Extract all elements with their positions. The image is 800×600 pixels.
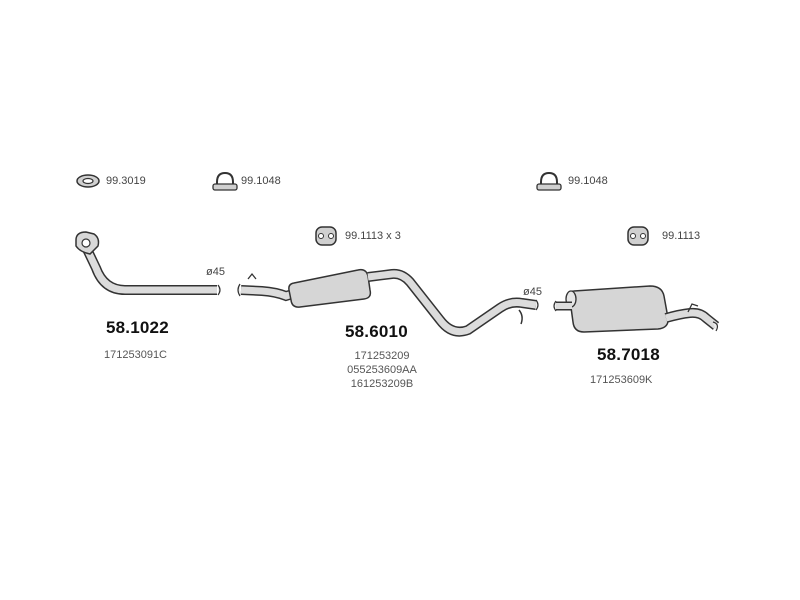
diameter-label: ø45 <box>206 266 225 278</box>
diameter-label: ø45 <box>523 286 542 298</box>
oe-reference-list: 171253609K <box>590 373 652 387</box>
oe-reference: 161253209B <box>350 378 414 390</box>
oe-reference: 171253091C <box>104 349 168 361</box>
oe-reference: 171253609K <box>590 374 653 386</box>
clamp-icon <box>536 171 562 191</box>
hanger-code: 99.1113 x 3 <box>345 230 401 242</box>
rear-silencer-drawing <box>553 285 720 333</box>
part-number: 58.1022 <box>106 318 169 337</box>
part-number: 58.6010 <box>345 322 408 341</box>
oe-reference-list: 171253091C <box>104 348 167 362</box>
oe-reference: 171253209 <box>354 350 410 362</box>
front-pipe-drawing <box>75 231 221 296</box>
rubber-hanger-icon <box>315 226 337 246</box>
rubber-hanger-icon <box>627 226 649 246</box>
part-number: 58.7018 <box>597 345 660 364</box>
clamp-code: 99.1048 <box>568 175 608 187</box>
hanger-code: 99.1113 <box>662 230 701 242</box>
clamp-code: 99.1048 <box>241 175 281 187</box>
gasket-icon <box>76 174 100 188</box>
gasket-code: 99.3019 <box>106 175 146 187</box>
oe-reference: 055253609AA <box>347 364 417 376</box>
clamp-icon <box>212 171 238 191</box>
middle-silencer-drawing <box>237 268 539 337</box>
oe-reference-list: 171253209 055253609AA 161253209B <box>337 349 427 391</box>
